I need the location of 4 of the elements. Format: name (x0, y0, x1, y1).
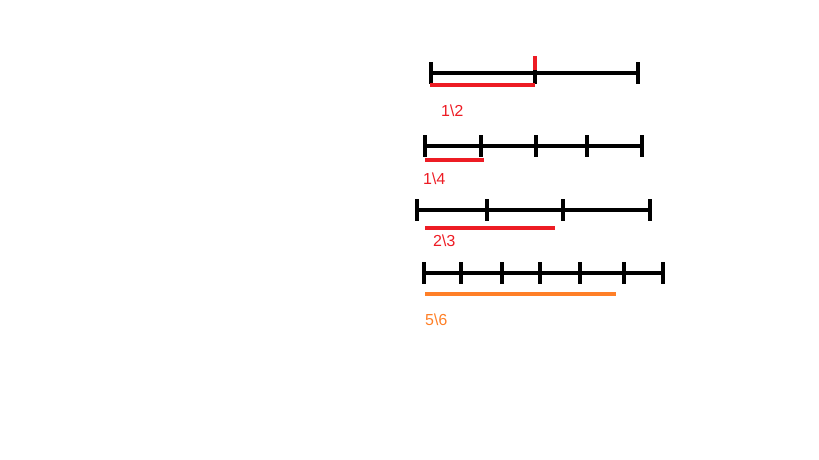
fraction-label: 2\3 (433, 233, 456, 251)
fraction-label: 5\6 (425, 312, 448, 330)
fraction-label: 1\4 (423, 171, 446, 189)
fraction-label: 1\2 (441, 103, 464, 121)
